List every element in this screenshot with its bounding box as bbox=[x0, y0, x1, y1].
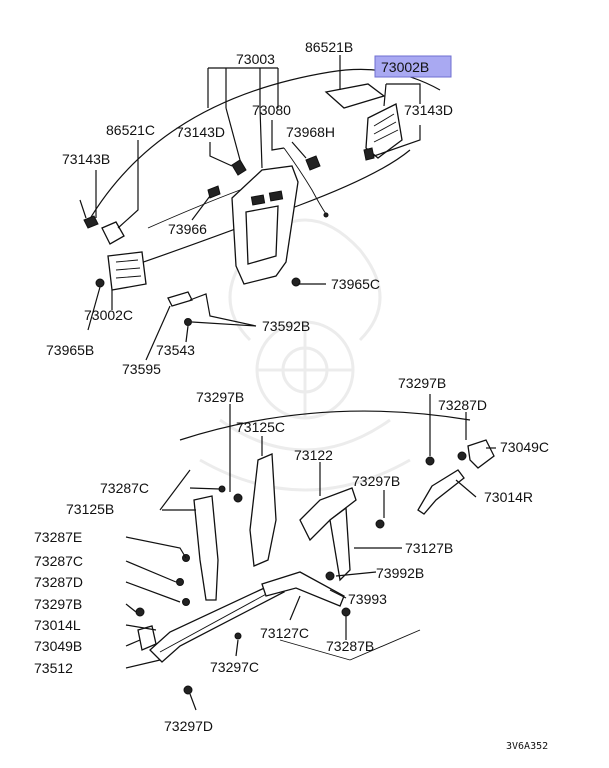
label-86521b[interactable]: 86521B bbox=[305, 39, 353, 55]
label-73297d[interactable]: 73297D bbox=[164, 718, 213, 734]
label-73287d-right[interactable]: 73287D bbox=[438, 397, 487, 413]
leader-lines bbox=[79, 55, 496, 711]
label-73125b[interactable]: 73125B bbox=[66, 501, 114, 517]
lower-assembly bbox=[135, 410, 495, 695]
label-73143b[interactable]: 73143B bbox=[62, 151, 110, 167]
label-73143d-right[interactable]: 73143D bbox=[404, 102, 453, 118]
label-73287b[interactable]: 73287B bbox=[326, 638, 374, 654]
label-73122[interactable]: 73122 bbox=[294, 447, 333, 463]
label-73297b-top-left[interactable]: 73297B bbox=[196, 389, 244, 405]
label-86521c[interactable]: 86521C bbox=[106, 122, 155, 138]
label-73965b[interactable]: 73965B bbox=[46, 342, 94, 358]
label-73002b[interactable]: 73002B bbox=[381, 59, 429, 75]
label-73543[interactable]: 73543 bbox=[156, 342, 195, 358]
label-73592b[interactable]: 73592B bbox=[262, 318, 310, 334]
highlight-box-73002b bbox=[374, 55, 452, 78]
label-73080[interactable]: 73080 bbox=[252, 102, 291, 118]
diagram-code: 3V6A352 bbox=[506, 741, 548, 752]
label-73127b[interactable]: 73127B bbox=[405, 540, 453, 556]
label-73002c[interactable]: 73002C bbox=[84, 307, 133, 323]
label-73127c[interactable]: 73127C bbox=[260, 625, 309, 641]
label-73143d-left[interactable]: 73143D bbox=[176, 124, 225, 140]
label-73993[interactable]: 73993 bbox=[348, 591, 387, 607]
watermark-emblem bbox=[199, 218, 411, 492]
label-73003[interactable]: 73003 bbox=[236, 51, 275, 67]
label-73049c[interactable]: 73049C bbox=[500, 439, 549, 455]
label-73992b[interactable]: 73992B bbox=[376, 565, 424, 581]
label-73297b-mid[interactable]: 73297B bbox=[352, 473, 400, 489]
upper-assembly bbox=[83, 68, 441, 326]
label-73287d-left[interactable]: 73287D bbox=[34, 574, 83, 590]
label-73297b-bottom[interactable]: 73297B bbox=[34, 596, 82, 612]
label-73014r[interactable]: 73014R bbox=[484, 489, 533, 505]
label-73287e[interactable]: 73287E bbox=[34, 529, 82, 545]
label-73287c-top[interactable]: 73287C bbox=[100, 480, 149, 496]
label-73965c[interactable]: 73965C bbox=[331, 276, 380, 292]
label-73287c-mid[interactable]: 73287C bbox=[34, 553, 83, 569]
label-73049b[interactable]: 73049B bbox=[34, 638, 82, 654]
label-73014l[interactable]: 73014L bbox=[34, 617, 81, 633]
label-73968h[interactable]: 73968H bbox=[286, 124, 335, 140]
label-73297b-top-right[interactable]: 73297B bbox=[398, 375, 446, 391]
label-73595[interactable]: 73595 bbox=[122, 361, 161, 377]
label-73297c[interactable]: 73297C bbox=[210, 659, 259, 675]
label-73512[interactable]: 73512 bbox=[34, 660, 73, 676]
part-labels: 73003 86521B 73002B 73080 73143D 86521C … bbox=[34, 39, 549, 752]
label-73966[interactable]: 73966 bbox=[168, 221, 207, 237]
label-73125c[interactable]: 73125C bbox=[236, 419, 285, 435]
